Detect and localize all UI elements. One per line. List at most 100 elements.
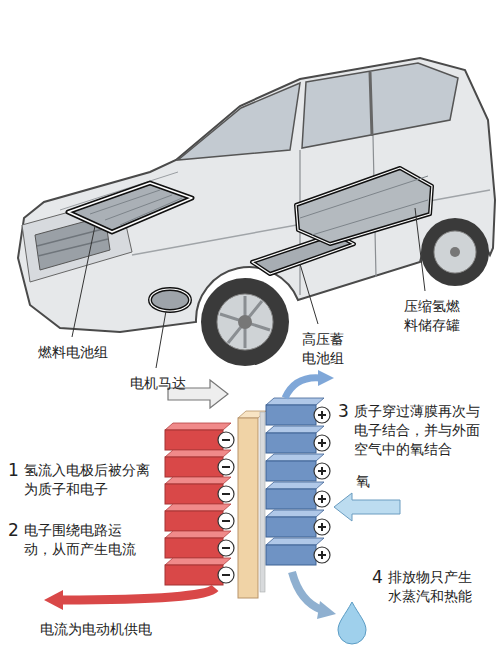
oxygen-arrow [334, 493, 400, 521]
pillar-line [370, 72, 372, 136]
plus-symbol [318, 551, 326, 559]
car-illustration [18, 58, 495, 368]
rear-hub [450, 247, 460, 257]
windshield [178, 83, 300, 160]
leader-line [300, 264, 318, 324]
plus-symbol [314, 491, 330, 507]
minus-symbol [222, 466, 230, 468]
anode-plate-top [165, 531, 231, 538]
callout-number: 2 [8, 519, 19, 542]
cathode-plate-top [266, 426, 324, 433]
membrane-divider [260, 412, 265, 592]
cathode-plate [266, 517, 316, 537]
component-outline [150, 289, 190, 311]
side-window [302, 63, 458, 148]
cathode-plate-top [266, 510, 324, 517]
minus-symbol [218, 567, 234, 583]
cathode-plate-top [266, 538, 324, 545]
anode-plate [165, 565, 223, 585]
rear-rim [434, 231, 476, 273]
front-hub [238, 315, 252, 329]
plus-symbol [318, 411, 326, 419]
part-label: 压缩氢燃料储存罐 [404, 297, 466, 335]
plus-symbol [314, 547, 330, 563]
anode-plate [165, 484, 223, 504]
component-outline [296, 168, 432, 244]
component-outline [150, 289, 190, 311]
part-label: 高压蓄电池组 [302, 330, 350, 368]
hydrogen-tanks [296, 168, 432, 244]
plus-symbol [314, 519, 330, 535]
callout-number: 3 [338, 400, 349, 423]
plus-symbol [314, 407, 330, 423]
callout-number: 1 [8, 459, 19, 482]
stack-ribs [90, 190, 182, 225]
minus-symbol [218, 486, 234, 502]
minus-symbol [222, 547, 230, 549]
proton-arrow-head [318, 370, 334, 386]
part-label: 电机马达 [130, 374, 186, 393]
tank-lines [300, 176, 428, 235]
plus-symbol [318, 439, 326, 447]
rear-tire [421, 218, 489, 286]
current-arrow [62, 588, 215, 600]
minus-symbol [218, 459, 234, 475]
fuel-cell-stack [68, 183, 192, 232]
plus-symbol [318, 495, 326, 503]
anode-plate-top [165, 558, 231, 565]
front-spokes [220, 296, 270, 348]
fuel-cell-illustration [44, 370, 400, 644]
membrane [238, 418, 258, 598]
exhaust-arrow-head [317, 601, 336, 619]
minus-symbol [222, 574, 230, 576]
anode-plate [165, 538, 223, 558]
current-arrow-head [44, 590, 63, 610]
callout-text: 质子穿过薄膜再次与电子结合，并与外面空气中的氧结合 [354, 402, 486, 459]
cathode-plate-top [266, 454, 324, 461]
minus-symbol [218, 540, 234, 556]
plus-symbol [318, 467, 326, 475]
anode-plate-top [165, 504, 231, 511]
front-tire [201, 278, 289, 366]
minus-symbol [222, 439, 230, 441]
callout-text: 氢流入电极后被分离为质子和电子 [24, 461, 156, 499]
cathode-plate [266, 433, 316, 453]
part-label: 燃料电池组 [38, 343, 108, 362]
component-outline [296, 168, 432, 244]
anode-plate-top [165, 423, 231, 430]
component-outline [68, 183, 192, 232]
exhaust-arrow [292, 572, 322, 610]
anode-plate [165, 457, 223, 477]
anode-plate-top [165, 450, 231, 457]
cathode-plate [266, 489, 316, 509]
plus-symbol [314, 435, 330, 451]
water-drop [338, 602, 366, 644]
proton-arrow [285, 378, 320, 398]
anode-plate-top [165, 477, 231, 484]
cathode-plate [266, 461, 316, 481]
grille-bars [37, 228, 108, 256]
component-outline [68, 183, 192, 232]
leader-line [156, 311, 166, 368]
minus-symbol [218, 513, 234, 529]
cathode-plate [266, 405, 316, 425]
cathode-plate [266, 545, 316, 565]
minus-symbol [222, 520, 230, 522]
callout-text: 电子围绕电路运动，从而产生电流 [24, 521, 142, 559]
gas-label: 氧 [356, 472, 370, 491]
motor [150, 289, 190, 311]
minus-symbol [222, 493, 230, 495]
callout-text: 排放物只产生水蒸汽和热能 [388, 568, 478, 606]
plus-symbol [314, 463, 330, 479]
cathode-plate-top [266, 482, 324, 489]
callout-number: 4 [372, 566, 383, 589]
leader-line [72, 226, 95, 337]
plus-symbol [318, 523, 326, 531]
anode-plate [165, 511, 223, 531]
minus-symbol [218, 432, 234, 448]
front-rim [217, 294, 273, 350]
cathode-plate-top [266, 398, 324, 405]
leader-line [415, 208, 425, 291]
note-text: 电流为电动机供电 [40, 620, 152, 639]
anode-plate [165, 430, 223, 450]
